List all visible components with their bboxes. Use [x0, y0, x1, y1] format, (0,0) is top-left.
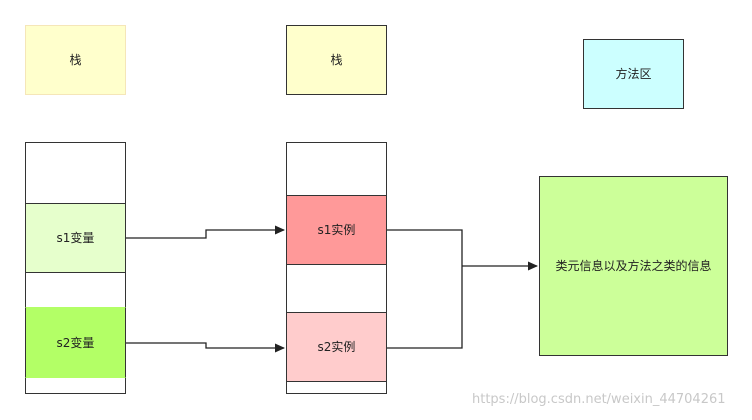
class-info-box: 类元信息以及方法之类的信息 — [539, 176, 728, 356]
s2-instance-text: s2实例 — [317, 340, 356, 354]
s2-variable-box: s2变量 — [25, 307, 126, 378]
method-area-label-text: 方法区 — [615, 67, 652, 81]
s2-instance-box: s2实例 — [286, 312, 387, 382]
s1-variable-text: s1变量 — [56, 231, 95, 245]
watermark-text: https://blog.csdn.net/weixin_44704261 — [472, 392, 726, 407]
stack-label-middle-text: 栈 — [330, 53, 343, 67]
s1-variable-box: s1变量 — [25, 203, 126, 273]
stack-label-left: 栈 — [25, 25, 126, 95]
class-info-text: 类元信息以及方法之类的信息 — [555, 259, 712, 273]
stack-label-left-text: 栈 — [69, 53, 82, 67]
s1-instance-to-class-info-line — [387, 229, 463, 266]
s2-variable-to-s2-instance-arrow — [126, 342, 285, 353]
method-area-label: 方法区 — [583, 39, 684, 109]
s1-instance-text: s1实例 — [317, 223, 356, 237]
s2-variable-text: s2变量 — [56, 335, 95, 350]
s1-instance-box: s1实例 — [286, 195, 387, 265]
stack-label-middle: 栈 — [286, 25, 387, 95]
s1-variable-to-s1-instance-arrow — [126, 225, 285, 239]
s2-instance-to-class-info-line — [387, 266, 463, 349]
